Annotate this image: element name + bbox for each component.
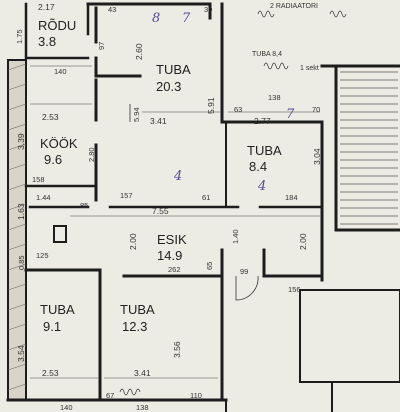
dim-label: 0.85: [17, 255, 26, 270]
wall-hatch-left: [7, 63, 27, 391]
top-wall: [86, 2, 212, 20]
room-area-esik: 14.9: [157, 248, 182, 263]
dim-label: 99: [240, 267, 248, 276]
dim-label: 125: [36, 251, 49, 260]
dim-label: 3.56: [172, 341, 182, 358]
dim-label: 3.41: [134, 368, 151, 378]
handwritten-number: 4: [173, 169, 182, 184]
room-name-kook: KÖÖK: [40, 136, 78, 151]
dim-label: 43: [108, 5, 116, 14]
handwritten-number: 4: [257, 179, 266, 194]
radiators: [119, 10, 347, 396]
dim-label: 2.80: [87, 147, 96, 162]
dim-label: 1.75: [15, 29, 24, 44]
room-name-tuba-2: TUBA: [247, 143, 282, 158]
dim-label: 158: [32, 175, 45, 184]
radiator-icon: [257, 10, 275, 18]
dim-label: 2.60: [134, 43, 144, 60]
dim-label: 138: [136, 403, 149, 412]
dim-label: 110: [190, 391, 202, 400]
room-area-tuba-4: 12.3: [122, 319, 147, 334]
room-area-rodu: 3.8: [38, 34, 56, 49]
handwritten-number: 7: [286, 107, 295, 122]
shaft: [53, 225, 67, 243]
dim-label: 140: [54, 67, 67, 76]
dim-label: 3.39: [16, 133, 26, 150]
dimension-lines: [30, 65, 320, 379]
dim-label: 184: [285, 193, 298, 202]
dim-label: 2.53: [42, 368, 59, 378]
wall-bottom-right: [225, 381, 333, 412]
door-swings: [129, 104, 259, 301]
dim-label: 2.17: [38, 2, 55, 12]
note-radiators: 2 RADIAATORI: [270, 3, 318, 10]
dim-label: 5.94: [132, 107, 141, 122]
room-name-rodu: RÕDU: [38, 18, 76, 33]
dim-label: 63: [234, 105, 242, 114]
dim-label: 140: [60, 403, 73, 412]
radiator-icon: [263, 62, 289, 70]
dim-label: 2.53: [42, 112, 59, 122]
dim-label: 1.40: [231, 229, 240, 244]
dim-label: 156: [288, 285, 301, 294]
walls: [6, 2, 400, 412]
dim-label: 70: [312, 105, 320, 114]
handwritten-number: 7: [182, 11, 191, 26]
room-name-tuba-3: TUBA: [40, 302, 75, 317]
dim-label: 61: [202, 193, 210, 202]
stair-room: [299, 289, 400, 383]
stair-hatch: [340, 71, 398, 225]
wall-entry: [262, 248, 324, 278]
wall-hall-bottom: [122, 274, 224, 402]
dim-label: 67: [106, 391, 114, 400]
note-radiator-sections: 1 sekt: [300, 65, 319, 72]
dim-label: 3.04: [312, 148, 322, 165]
wall-living-right: [220, 2, 324, 282]
wall-bedroom-divider: [24, 268, 102, 402]
dim-label: 3.54: [16, 345, 26, 362]
room-area-tuba-1: 20.3: [156, 79, 181, 94]
dim-label: 157: [120, 191, 133, 200]
dim-label: 1.44: [36, 193, 51, 202]
room-name-tuba-1: TUBA: [156, 62, 191, 77]
dim-label: 5.91: [206, 97, 216, 114]
dim-label: 138: [268, 93, 281, 102]
radiator-icon: [329, 10, 347, 18]
room-area-tuba-3: 9.1: [43, 319, 61, 334]
dim-label: 97: [97, 42, 106, 50]
room-name-esik: ESIK: [157, 232, 187, 247]
radiator-icon: [119, 388, 141, 396]
dim-label: 65: [205, 262, 214, 270]
dim-label: 2.77: [254, 116, 271, 126]
wall-stairwell: [320, 64, 400, 232]
room-name-tuba-4: TUBA: [120, 302, 155, 317]
dim-label: 7.55: [152, 206, 169, 216]
dim-label: 2.00: [298, 233, 308, 250]
dim-label: 1.63: [16, 203, 26, 220]
balcony-walls: [24, 2, 90, 60]
dim-label: 262: [168, 265, 181, 274]
dim-label: 30: [204, 5, 212, 14]
room-area-tuba-2: 8.4: [249, 159, 267, 174]
dim-label: 85: [80, 201, 88, 210]
dim-label: 3.41: [150, 116, 167, 126]
note-tuba: TUBA 8,4: [252, 51, 282, 58]
wall-kitchen-top: [94, 6, 142, 78]
handwritten-number: 8: [152, 11, 160, 26]
room-area-kook: 9.6: [44, 152, 62, 167]
dim-label: 2.00: [128, 233, 138, 250]
door-entry: [235, 275, 259, 301]
